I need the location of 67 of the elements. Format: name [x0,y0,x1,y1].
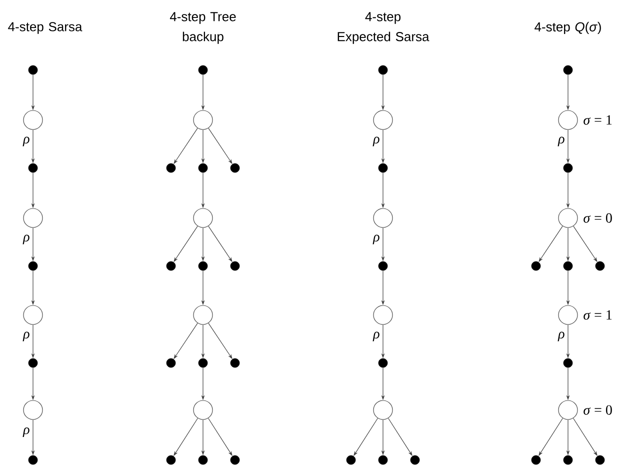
filled-dot [198,358,208,368]
filled-dot [230,163,240,173]
filled-dot [166,163,176,173]
filled-dot [595,455,605,465]
filled-dot [198,163,208,173]
hollow-circle [373,110,393,130]
hollow-circle [23,400,43,420]
hollow-circle [373,400,393,420]
filled-dot [166,455,176,465]
hollow-circle [23,208,43,228]
filled-dot [563,455,573,465]
edge-label: ρ [372,332,380,342]
state-label: σ = 0 [584,405,612,415]
hollow-circle [373,208,393,228]
edge-label: ρ [22,136,30,146]
filled-dot [230,358,240,368]
state-label: σ = 1 [584,310,612,320]
filled-dot [410,455,420,465]
edge-label: ρ [22,234,30,244]
hollow-circle [193,208,213,228]
filled-dot [563,261,573,271]
hollow-circle [558,305,578,325]
hollow-circle [193,400,213,420]
filled-dot [230,455,240,465]
filled-dot [230,261,240,271]
filled-dot [563,65,573,75]
filled-dot [28,358,38,368]
edge-label: ρ [22,332,30,342]
filled-dot [28,163,38,173]
hollow-circle [558,110,578,130]
edge-label: ρ [372,234,380,244]
hollow-circle [373,305,393,325]
filled-dot [198,65,208,75]
filled-dot [346,455,356,465]
filled-dot [378,358,388,368]
filled-dot [531,261,541,271]
filled-dot [563,358,573,368]
edge-label: ρ [22,427,30,437]
column-heading: 4-step Tree backup [170,12,236,44]
state-label: σ = 1 [584,115,612,125]
filled-dot [198,455,208,465]
column-heading: 4-step Q(σ) [534,22,601,34]
edge-label: ρ [372,136,380,146]
edge-label: ρ [558,136,564,146]
filled-dot [28,455,38,465]
hollow-circle [193,305,213,325]
edge-label: ρ [558,332,564,342]
filled-dot [28,261,38,271]
filled-dot [28,65,38,75]
hollow-circle [558,208,578,228]
filled-dot [563,163,573,173]
hollow-circle [193,110,213,130]
column-heading: 4-step Sarsa [8,22,82,34]
filled-dot [595,261,605,271]
filled-dot [378,163,388,173]
hollow-circle [558,400,578,420]
filled-dot [378,65,388,75]
filled-dot [166,261,176,271]
hollow-circle [23,305,43,325]
filled-dot [198,261,208,271]
filled-dot [378,455,388,465]
filled-dot [166,358,176,368]
column-heading: 4-step Expected Sarsa [338,12,430,44]
filled-dot [378,261,388,271]
state-label: σ = 0 [584,213,612,223]
hollow-circle [23,110,43,130]
filled-dot [531,455,541,465]
